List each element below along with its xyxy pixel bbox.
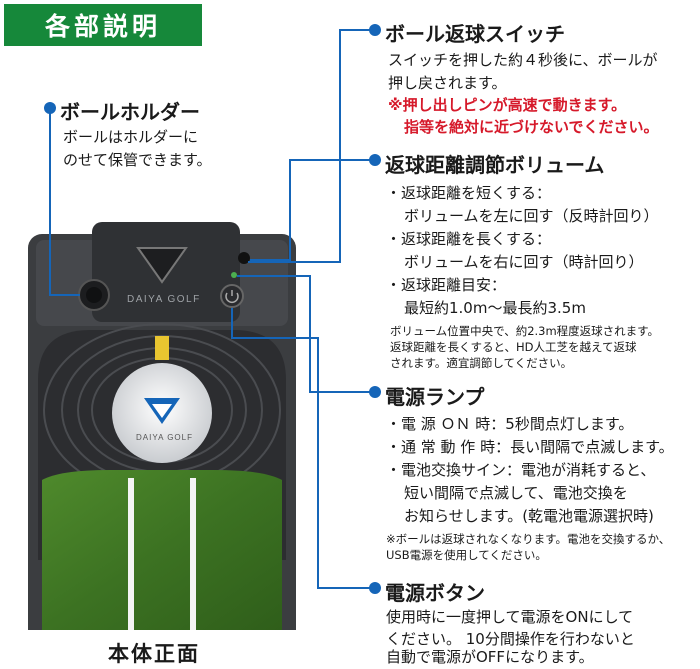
lamp-heading: 電源ランプ <box>385 385 485 409</box>
switch-warning-2: 指等を絶対に近づけないでください。 <box>404 118 659 136</box>
volume-item-2: ボリュームを左に回す（反時計回り） <box>404 207 659 225</box>
power-heading: 電源ボタン <box>385 581 485 605</box>
section-badge: 各部説明 <box>4 4 202 46</box>
lamp-item-4: 短い間隔で点滅して、電池交換を <box>404 484 628 502</box>
switch-warning-1: ※押し出しピンが高速で動きます。 <box>388 96 627 114</box>
volume-item-1: ・返球距離を短くする： <box>386 184 552 202</box>
switch-line-1: スイッチを押した約４秒後に、ボールが <box>388 51 658 69</box>
volume-note-3: されます。適宜調節してください。 <box>390 356 573 370</box>
holder-line-2: のせて保管できます。 <box>63 151 212 169</box>
holder-heading: ボールホルダー <box>60 100 200 124</box>
brand-label-disc: DAIYA GOLF <box>136 433 193 442</box>
turf-mat <box>42 470 282 630</box>
switch-heading: ボール返球スイッチ <box>385 22 565 46</box>
volume-item-4: ボリュームを右に回す（時計回り） <box>404 253 644 271</box>
switch-line-2: 押し戻されます。 <box>388 74 507 92</box>
volume-note-2: 返球距離を長くすると、HD人工芝を越えて返球 <box>390 340 637 354</box>
lamp-item-3: ・電池交換サイン：電池が消耗すると、 <box>386 461 656 479</box>
lamp-note-2: USB電源を使用してください。 <box>386 548 547 562</box>
brand-label-top: DAIYA GOLF <box>127 294 201 305</box>
power-line-1: 使用時に一度押して電源をONにして <box>386 608 634 626</box>
lamp-item-5: お知らせします。(乾電池電源選択時) <box>404 507 654 525</box>
brand-logo-icon <box>136 247 188 284</box>
device-caption: 本体正面 <box>108 642 200 666</box>
power-line-3: 自動で電源がOFFになります。 <box>386 648 594 666</box>
volume-item-6: 最短約1.0m〜最長約3.5m <box>404 299 586 317</box>
volume-heading: 返球距離調節ボリューム <box>385 153 605 177</box>
return-switch <box>238 252 250 264</box>
lamp-item-1: ・電 源 ＯＮ 時：5秒間点灯します。 <box>386 415 634 433</box>
power-lamp <box>231 272 237 278</box>
lamp-note-1: ※ボールは返球されなくなります。電池を交換するか、 <box>386 532 671 546</box>
volume-note-1: ボリューム位置中央で、約2.3m程度返球されます。 <box>390 324 660 338</box>
volume-item-3: ・返球距離を長くする： <box>386 230 552 248</box>
lamp-item-2: ・通 常 動 作 時：長い間隔で点滅します。 <box>386 438 674 456</box>
holder-line-1: ボールはホルダーに <box>63 128 199 146</box>
power-line-2: ください。 10分間操作を行わないと <box>386 630 635 648</box>
volume-item-5: ・返球距離目安： <box>386 276 507 294</box>
